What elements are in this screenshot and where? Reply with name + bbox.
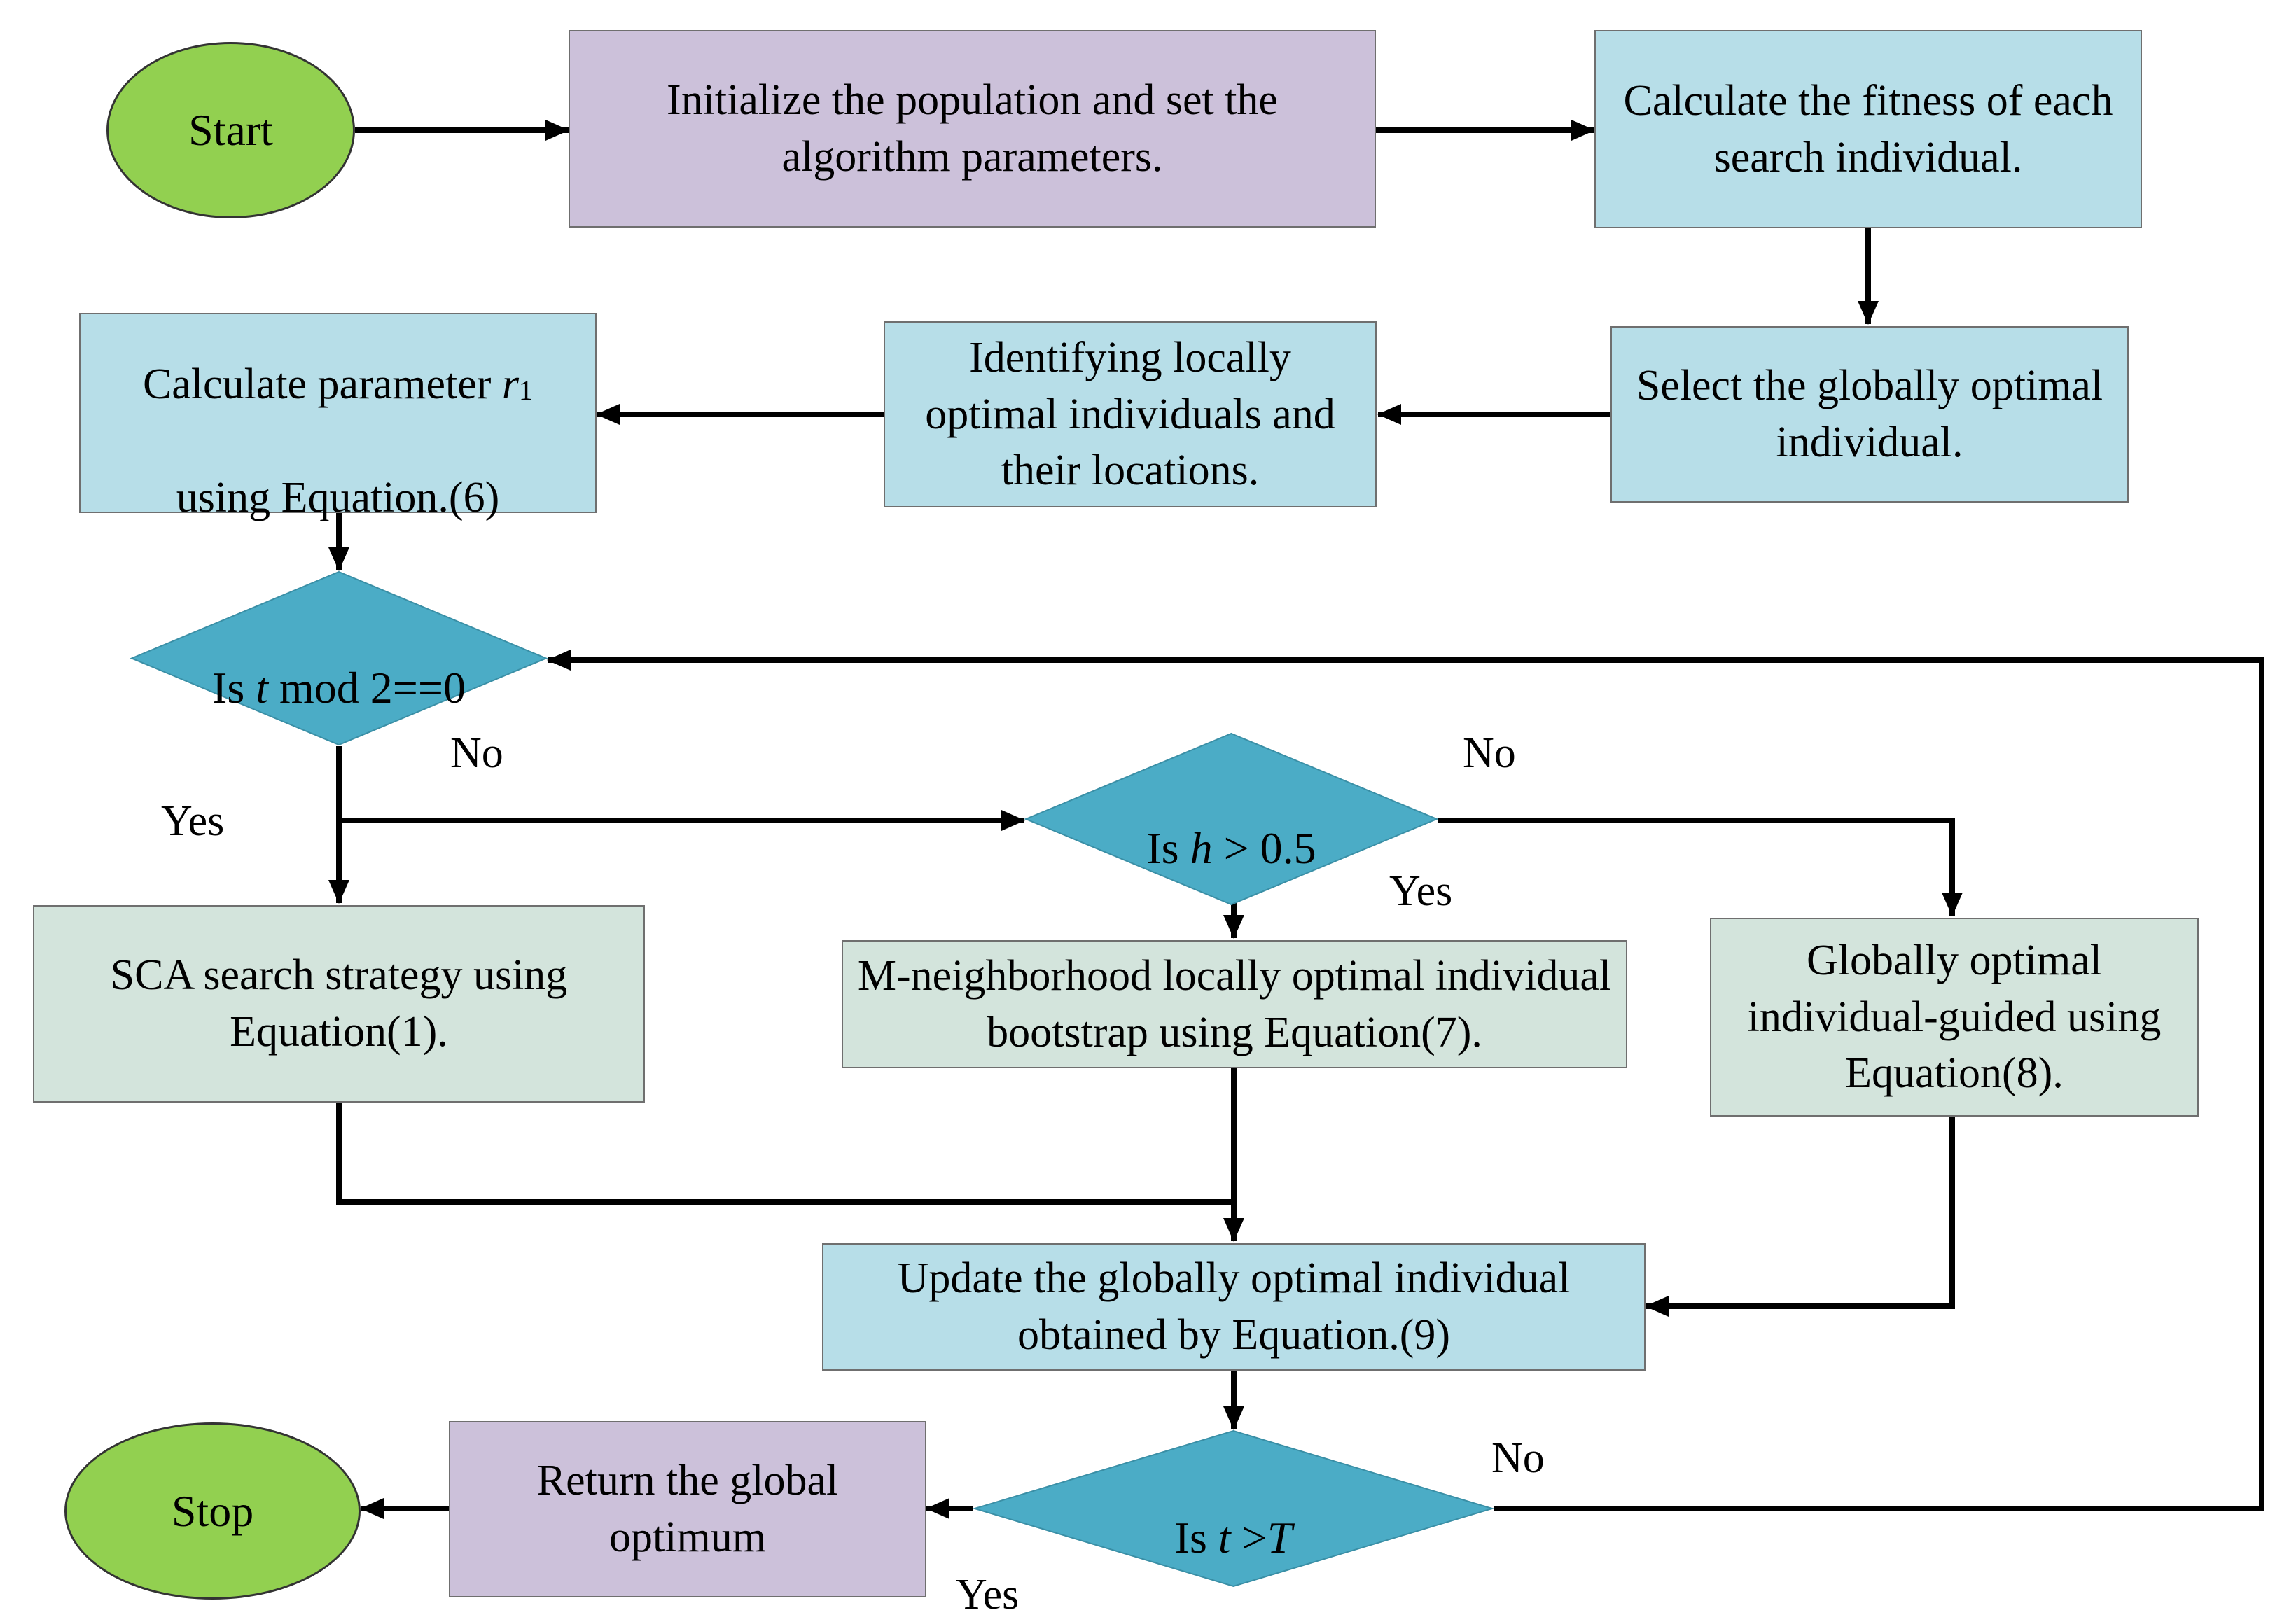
m-neighborhood-label: M-neighborhood locally optimal individua… (857, 951, 1612, 1056)
tgt-prefix: Is (1174, 1513, 1218, 1562)
h-label: Is h > 0.5 (1142, 761, 1320, 877)
update-global-process: Update the globally optimal individual o… (822, 1243, 1646, 1371)
h-prefix: Is (1146, 823, 1190, 873)
start-label: Start (188, 105, 273, 155)
tmod-suffix: mod 2==0 (268, 662, 466, 713)
select-global-process: Select the globally optimal individual. (1610, 326, 2129, 503)
tgt-diamond (973, 1429, 1494, 1588)
tgt-mid: > (1230, 1513, 1267, 1562)
fitness-process: Calculate the fitness of each search ind… (1594, 30, 2142, 228)
stop-label: Stop (171, 1485, 254, 1536)
tmod-prefix: Is (212, 662, 256, 713)
edge-h-global (1438, 818, 1963, 916)
init-label: Initialize the population and set the al… (667, 76, 1278, 181)
tmod-no-label: No (450, 729, 503, 777)
edge-tgt-loop (547, 650, 2264, 1511)
tgt-no-label: No (1491, 1434, 1545, 1482)
fitness-label: Calculate the fitness of each search ind… (1623, 76, 2113, 181)
tmod-decision: Is t mod 2==0 (130, 570, 548, 746)
sca-label: SCA search strategy using Equation(1). (110, 951, 568, 1056)
tgt-label: Is t >T (1171, 1450, 1297, 1567)
tgt-decision: Is t >T (973, 1429, 1494, 1588)
sca-process: SCA search strategy using Equation(1). (33, 905, 645, 1102)
m-neighborhood-process: M-neighborhood locally optimal individua… (842, 940, 1627, 1068)
return-global-process: Return the global optimum (449, 1421, 926, 1597)
tmod-yes-label: Yes (161, 797, 225, 845)
tmod-diamond (130, 570, 548, 746)
h-var: h (1190, 823, 1213, 873)
update-global-label: Update the globally optimal individual o… (897, 1254, 1571, 1359)
h-suffix: > 0.5 (1212, 823, 1316, 873)
h-decision: Is h > 0.5 (1024, 732, 1438, 906)
calc-r1-suffix: using Equation.(6) (176, 473, 500, 522)
tgt-var: t (1218, 1513, 1231, 1562)
select-global-label: Select the globally optimal individual. (1636, 362, 2103, 466)
edge-sca-update (336, 1102, 1234, 1205)
tgt-var2: T (1267, 1513, 1293, 1562)
global-guided-label: Globally optimal individual-guided using… (1747, 937, 2162, 1098)
start-terminal: Start (106, 42, 355, 218)
tgt-yes-label: Yes (956, 1571, 1020, 1618)
h-diamond (1024, 732, 1438, 906)
stop-terminal: Stop (64, 1422, 361, 1600)
edge-global-update (1645, 1116, 1955, 1317)
tmod-var: t (256, 662, 269, 713)
h-no-label: No (1463, 729, 1516, 777)
calc-r1-sub: 1 (519, 374, 534, 407)
return-global-label: Return the global optimum (536, 1457, 839, 1561)
init-process: Initialize the population and set the al… (569, 30, 1376, 227)
h-yes-label: Yes (1389, 867, 1453, 915)
global-guided-process: Globally optimal individual-guided using… (1710, 918, 2199, 1116)
tmod-label: Is t mod 2==0 (208, 600, 470, 716)
identify-local-label: Identifying locally optimal individuals … (925, 334, 1335, 495)
calc-r1-var: r (501, 360, 520, 409)
identify-local-process: Identifying locally optimal individuals … (884, 321, 1377, 507)
calc-r1-label: Calculate parameter r1 using Equation.(6… (139, 300, 537, 526)
calc-r1-process: Calculate parameter r1 using Equation.(6… (79, 313, 597, 522)
calc-r1-prefix: Calculate parameter (142, 360, 502, 409)
